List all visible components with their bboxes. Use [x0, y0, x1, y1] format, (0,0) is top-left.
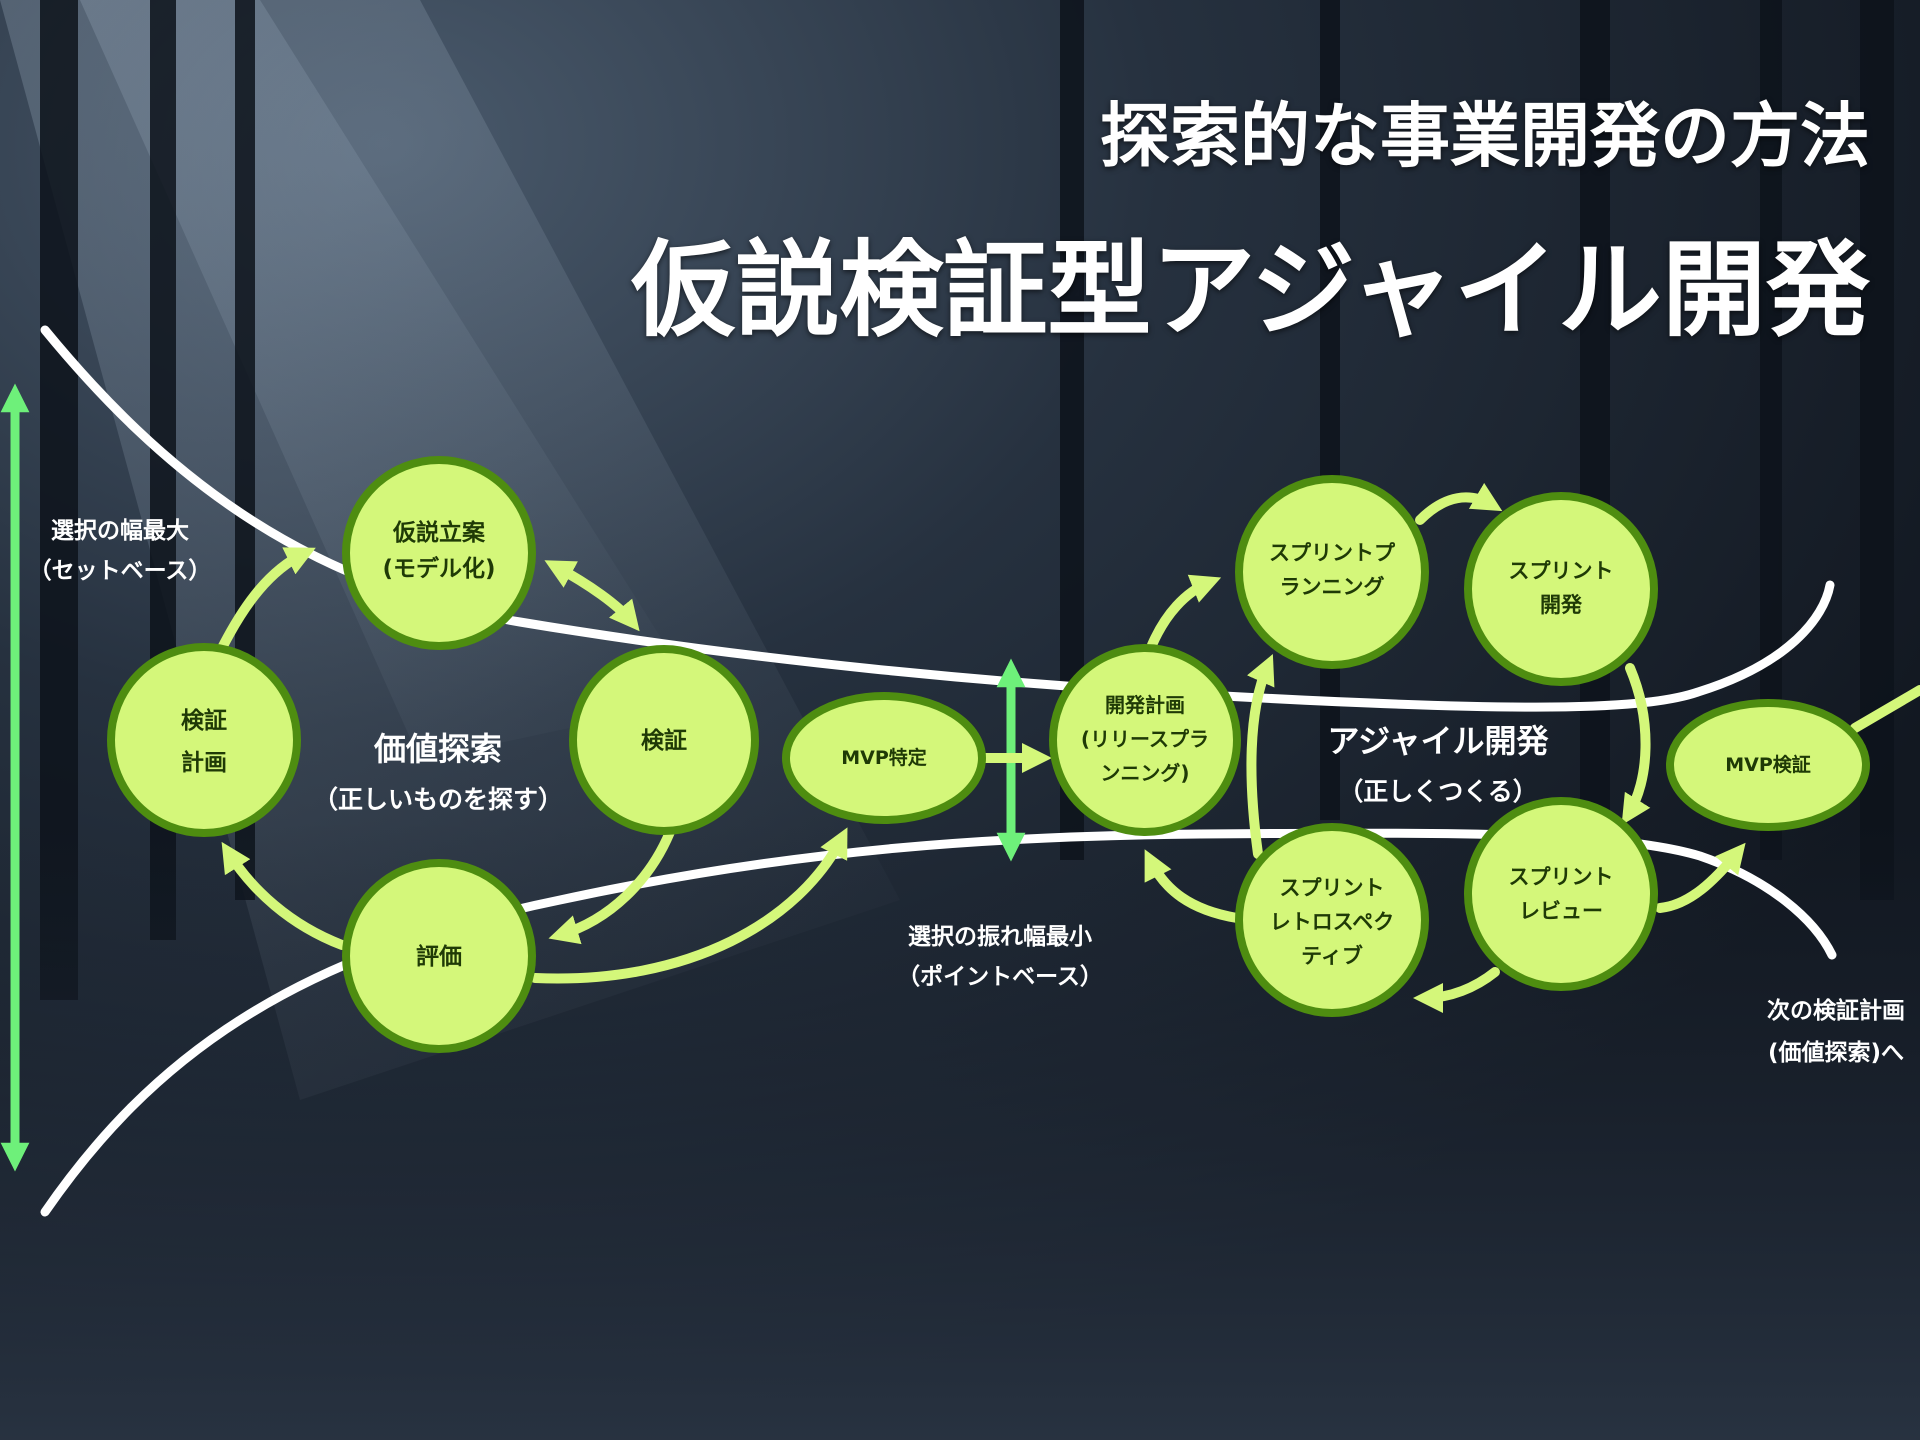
node-hyoka-line1: 評価: [416, 943, 462, 970]
funnel-bottom-curve: [40, 828, 1837, 1217]
node-sprint-retro: スプリント レトロスペク ティブ: [1235, 823, 1429, 1017]
arrow-review-to-mvpkensho: [1655, 842, 1746, 913]
node-mvp-tokutei: MVP特定: [782, 692, 986, 824]
node-sprint-retro-line1: スプリント: [1280, 876, 1385, 900]
label-kachi-tansaku-sub: （正しいものを探す）: [313, 785, 563, 814]
node-sprint-kaihatsu-line2: 開発: [1540, 593, 1583, 617]
page-subtitle: 仮説検証型アジャイル開発: [631, 229, 1870, 351]
label-agile-sub: （正しくつくる）: [1338, 777, 1538, 806]
label-sentaku-min: 選択の振れ幅最小: [908, 923, 1092, 950]
arrow-retro-to-kaihatsu: [1144, 849, 1242, 923]
node-sprint-planning-line2: ランニング: [1280, 575, 1385, 599]
node-kaihatsu-keikaku: 開発計画 (リリースプラ ンニング): [1049, 644, 1241, 836]
node-sprint-planning: スプリントプ ランニング: [1235, 475, 1429, 669]
node-mvp-kensho: MVP検証: [1666, 699, 1870, 831]
node-kaihatsu-keikaku-line1: 開発計画: [1105, 693, 1185, 717]
arrow-kensho-to-hyoka: [548, 827, 675, 945]
node-sprint-review: スプリント レビュー: [1464, 797, 1658, 991]
arrow-mvpkensho-exit: [1850, 685, 1920, 733]
node-sprint-kaihatsu: スプリント 開発: [1464, 492, 1658, 686]
arrow-sprintdev-to-review: [1621, 663, 1651, 826]
arrow-retro-to-planning: [1246, 654, 1275, 859]
funnel-curves: [40, 325, 1837, 1217]
label-sentaku-max-sub: （セットベース）: [29, 557, 212, 584]
label-sentaku-min-sub: （ポイントベース）: [897, 963, 1103, 990]
label-agile: アジャイル開発: [1327, 722, 1549, 760]
node-sprint-review-line2: レビュー: [1519, 899, 1603, 923]
label-next-2: (価値探索)へ: [1768, 1040, 1904, 1066]
node-sprint-kaihatsu-line1: スプリント: [1509, 559, 1614, 583]
node-sprint-planning-line1: スプリントプ: [1269, 541, 1396, 565]
node-mvp-tokutei-line1: MVP特定: [841, 746, 927, 769]
node-kensho-keikaku-line1: 検証: [181, 707, 227, 734]
label-next-1: 次の検証計画: [1767, 997, 1905, 1024]
node-kensho-keikaku: 検証 計画: [107, 643, 301, 837]
flow-arrows: [217, 482, 1920, 1013]
node-sprint-review-line1: スプリント: [1509, 865, 1614, 889]
node-sprint-retro-line2: レトロスペク: [1270, 910, 1395, 934]
node-kensho-line1: 検証: [641, 727, 687, 754]
label-sentaku-max: 選択の幅最大: [51, 518, 189, 544]
node-kasetsu-ritsuan-line1: 仮説立案: [392, 519, 486, 546]
node-hyoka: 評価: [342, 859, 536, 1053]
arrow-ritsuan-kensho: [544, 560, 640, 632]
node-kaihatsu-keikaku-line3: ンニング): [1100, 761, 1189, 785]
node-kasetsu-ritsuan-line2: (モデル化): [382, 555, 495, 582]
node-kensho: 検証: [569, 645, 759, 835]
node-sprint-retro-line3: ティブ: [1301, 944, 1363, 968]
arrow-hyoka-to-mvp: [530, 827, 848, 984]
node-mvp-kensho-line1: MVP検証: [1725, 753, 1811, 776]
arrow-hyoka-to-keikaku: [221, 841, 347, 950]
node-kaihatsu-keikaku-line2: (リリースプラ: [1081, 727, 1209, 751]
arrow-keikaku-to-ritsuan: [217, 547, 316, 653]
label-kachi-tansaku: 価値探索: [373, 730, 502, 768]
node-kasetsu-ritsuan: 仮説立案 (モデル化): [342, 456, 536, 650]
node-kensho-keikaku-line2: 計画: [181, 749, 227, 776]
funnel-top-curve: [40, 325, 1835, 712]
arrow-planning-to-sprintdev: [1415, 482, 1503, 525]
arrow-kaihatsu-to-planning: [1147, 574, 1222, 650]
arrow-review-to-retro: [1413, 967, 1500, 1013]
page-title: 探索的な事業開発の方法: [1100, 95, 1870, 177]
